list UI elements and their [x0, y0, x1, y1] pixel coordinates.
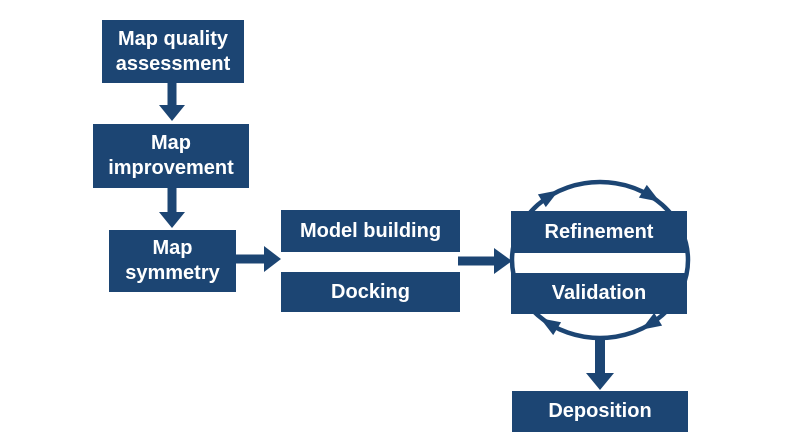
arrow-down-validation-to-deposition-icon	[586, 336, 614, 390]
node-model-building: Model building	[281, 210, 460, 252]
node-map-quality-assessment: Map quality assessment	[102, 20, 244, 83]
node-map-improvement: Map improvement	[93, 124, 249, 188]
node-docking: Docking	[281, 272, 460, 312]
refinement-validation-cycle-arrow-icon	[509, 179, 691, 341]
arrow-down-map-quality-to-map-improvement-icon	[159, 83, 185, 121]
node-refinement: Refinement	[511, 211, 687, 253]
node-validation: Validation	[511, 273, 687, 314]
node-deposition: Deposition	[512, 391, 688, 432]
arrow-right-model-building-to-refinement-icon	[458, 248, 512, 274]
arrow-down-map-improvement-to-map-symmetry-icon	[159, 188, 185, 228]
node-map-symmetry: Map symmetry	[109, 230, 236, 292]
arrow-right-map-symmetry-to-model-building-icon	[236, 246, 281, 272]
